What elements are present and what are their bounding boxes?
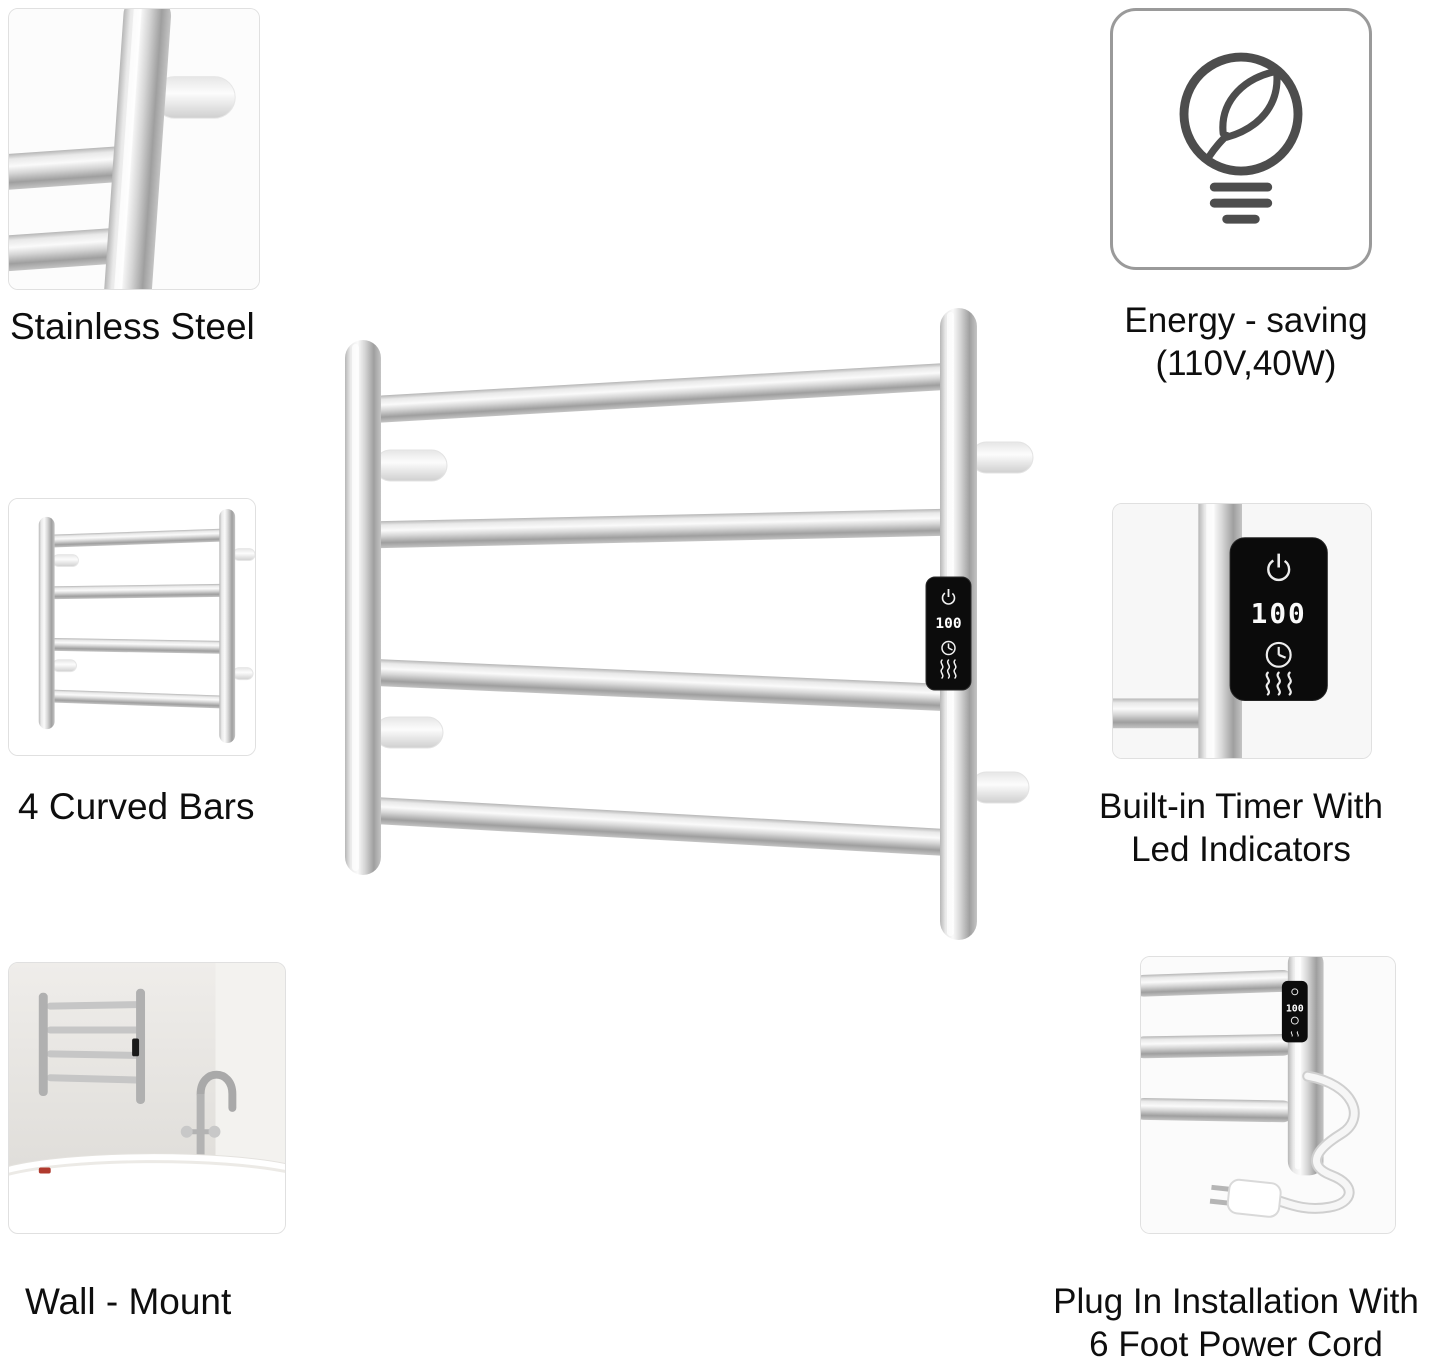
led-display: 100 <box>1251 597 1307 630</box>
tub-faucet <box>180 1070 237 1162</box>
steel-bar <box>9 226 131 272</box>
control-panel: 100 <box>1281 980 1308 1043</box>
mounted-rack <box>38 988 146 1104</box>
wall-peg <box>52 659 77 673</box>
energy-saving-line2: (110V,40W) <box>1155 343 1337 383</box>
led-display: 100 <box>1286 1004 1304 1015</box>
rack-bar <box>48 638 228 654</box>
stainless-steel-photo <box>8 8 260 290</box>
control-panel: 100 <box>925 576 972 691</box>
stainless-steel-label: Stainless Steel <box>10 306 255 347</box>
power-cord <box>1274 1070 1360 1214</box>
control-panel: 100 <box>1229 537 1328 701</box>
rack-bar-3 <box>364 659 955 711</box>
timer-line1: Built-in Timer With <box>1099 787 1383 826</box>
plug-in-line2: 6 Foot Power Cord <box>1089 1324 1383 1364</box>
rack-bar <box>48 528 228 548</box>
energy-saving-iconbox <box>1110 8 1372 270</box>
power-icon <box>1291 988 1299 996</box>
rack-post-left <box>38 516 55 730</box>
energy-saving-line1: Energy - saving <box>1124 301 1368 340</box>
power-icon[interactable] <box>1267 553 1291 582</box>
wall-peg <box>232 548 255 562</box>
tub-accessory <box>38 1167 51 1174</box>
plug-in-line1: Plug In Installation With <box>1053 1282 1419 1321</box>
plug-prong <box>1211 1184 1234 1193</box>
led-display: 100 <box>935 616 961 632</box>
post-highlight <box>1206 504 1215 758</box>
main-product-image: 100 <box>335 300 1035 960</box>
rack-bar-4 <box>364 797 955 856</box>
clock-icon[interactable] <box>941 640 956 656</box>
heat-icon <box>1290 1031 1299 1037</box>
post-highlight <box>352 344 359 871</box>
mini-control-panel <box>132 1038 140 1057</box>
timer-line2: Led Indicators <box>1131 829 1351 869</box>
rack-bar <box>1113 698 1205 729</box>
rack-bar <box>48 689 228 709</box>
bathtub-rim <box>9 1160 285 1176</box>
lightbulb-leaf-icon <box>1179 52 1303 224</box>
clock-icon <box>1290 1016 1299 1025</box>
wall-peg <box>374 449 448 482</box>
curved-bars-photo <box>8 498 256 756</box>
rack-post-right <box>219 508 236 744</box>
wall-peg <box>232 667 254 681</box>
wall-mount-label: Wall - Mount <box>25 1281 232 1322</box>
curved-bars-label: 4 Curved Bars <box>18 786 255 827</box>
plug-in-label: Plug In Installation With 6 Foot Power C… <box>1030 1281 1442 1366</box>
rack-bar <box>1141 1033 1294 1059</box>
timer-panel-photo: 100 <box>1112 503 1372 759</box>
power-icon[interactable] <box>941 589 956 605</box>
steel-bar <box>9 145 133 191</box>
energy-saving-label: Energy - saving (110V,40W) <box>1056 300 1436 385</box>
wall-peg <box>374 716 444 749</box>
power-plug <box>1209 1178 1282 1218</box>
wall-mount-photo <box>8 962 286 1234</box>
rack-bar-1 <box>364 363 955 423</box>
wall-peg <box>52 554 79 567</box>
rack-post-left <box>345 340 381 875</box>
timer-label: Built-in Timer With Led Indicators <box>1051 786 1431 871</box>
rack-bar <box>1141 1098 1294 1123</box>
heat-icon[interactable] <box>940 659 957 679</box>
plug-prong <box>1209 1198 1232 1206</box>
heat-icon[interactable] <box>1265 671 1292 696</box>
clock-icon[interactable] <box>1265 641 1292 668</box>
bathtub <box>9 1153 285 1233</box>
steel-highlight <box>112 9 143 289</box>
wall-peg <box>970 771 1030 804</box>
rack-bar <box>48 583 228 600</box>
rack-bar-2 <box>364 508 955 549</box>
wall-peg <box>970 441 1034 474</box>
rack-bar <box>1141 969 1294 997</box>
plug-in-photo: 100 <box>1140 956 1396 1234</box>
